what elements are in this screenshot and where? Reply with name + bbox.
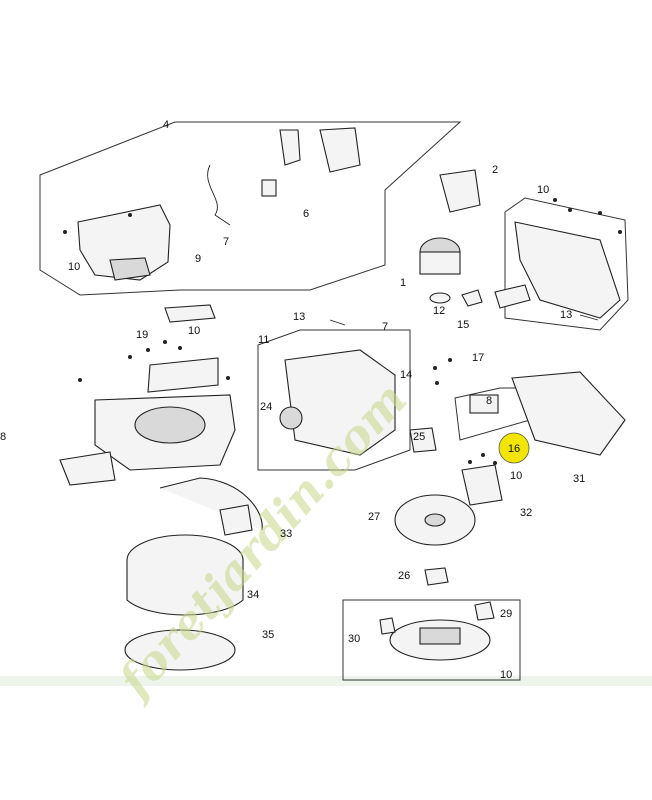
callout-label: 10 <box>188 325 200 337</box>
filter-frame <box>342 599 521 681</box>
cable-loom <box>207 164 231 226</box>
callout-label: 9 <box>195 253 201 265</box>
callout-label: 33 <box>280 528 292 540</box>
filter-grid <box>419 627 461 645</box>
callout-label: 14 <box>400 369 412 381</box>
holder-32 <box>461 464 503 506</box>
callout-label: 1 <box>400 277 406 289</box>
callout-label: 19 <box>136 329 148 341</box>
callout-label: 30 <box>348 633 360 645</box>
housing-outlet <box>59 451 116 486</box>
control-board <box>439 169 481 213</box>
highlighted-callout: 16 <box>498 432 530 464</box>
clip-29 <box>474 601 495 621</box>
motor-washer <box>429 292 451 304</box>
callout-label: 6 <box>303 208 309 220</box>
coupling-26 <box>424 567 449 586</box>
clamp-33 <box>219 504 253 536</box>
collector-35 <box>124 629 236 671</box>
callout-label: 29 <box>500 608 512 620</box>
handle-bracket <box>319 127 361 173</box>
callout-label: 31 <box>573 473 585 485</box>
housing-fan-seat <box>134 406 206 444</box>
part-25 <box>409 427 437 453</box>
callout-label: 10 <box>510 470 522 482</box>
callout-label: 27 <box>368 511 380 523</box>
capacitor <box>261 179 277 197</box>
callout-label: 7 <box>223 236 229 248</box>
side-housing-frame <box>257 329 411 471</box>
screws <box>63 198 622 465</box>
motor-body <box>419 251 461 275</box>
clip-12 <box>461 289 483 307</box>
highlight-circle <box>498 432 530 464</box>
label-curved <box>147 357 219 393</box>
callout-label: 32 <box>520 507 532 519</box>
callout-label: 17 <box>472 352 484 364</box>
callout-labels: 4 2 10 8 7 6 9 10 1 12 15 13 19 10 13 11… <box>0 119 585 681</box>
callout-label: 15 <box>457 319 469 331</box>
impeller-hub <box>424 513 446 527</box>
housing-inlet <box>109 257 151 281</box>
callout-label: 13 <box>293 311 305 323</box>
label-sheet <box>164 304 216 323</box>
callout-label: 7 <box>382 321 388 333</box>
ring-34-body <box>126 560 244 616</box>
callout-label: 2 <box>492 164 498 176</box>
callout-label: 35 <box>262 629 274 641</box>
clip-30 <box>379 617 396 635</box>
callout-label: 4 <box>163 119 169 131</box>
pin-13-left <box>329 319 346 326</box>
callout-label: 24 <box>260 401 272 413</box>
motor-housing-half <box>77 204 171 281</box>
seal-disc-24 <box>279 406 303 430</box>
callout-label: 8 <box>0 431 6 443</box>
callout-label: 12 <box>433 305 445 317</box>
pin-13-right <box>579 314 599 321</box>
bracket-15 <box>494 284 531 309</box>
right-cover <box>514 221 621 319</box>
highlight-label: 16 <box>508 443 520 455</box>
micro-switch <box>469 394 499 414</box>
switch-lever <box>279 129 301 166</box>
callout-label: 10 <box>537 184 549 196</box>
upper-assembly-frame <box>39 121 462 296</box>
callout-label: 25 <box>413 431 425 443</box>
callout-label: 34 <box>247 589 259 601</box>
right-cover-frame <box>504 197 629 331</box>
cover-31 <box>511 371 626 456</box>
callout-label: 26 <box>398 570 410 582</box>
callout-label: 13 <box>560 309 572 321</box>
callout-label: 10 <box>500 669 512 681</box>
bottom-band <box>0 676 652 686</box>
callout-label: 10 <box>68 261 80 273</box>
callout-label: 11 <box>258 334 269 346</box>
callout-label: 8 <box>486 395 492 407</box>
side-housing <box>284 349 396 456</box>
